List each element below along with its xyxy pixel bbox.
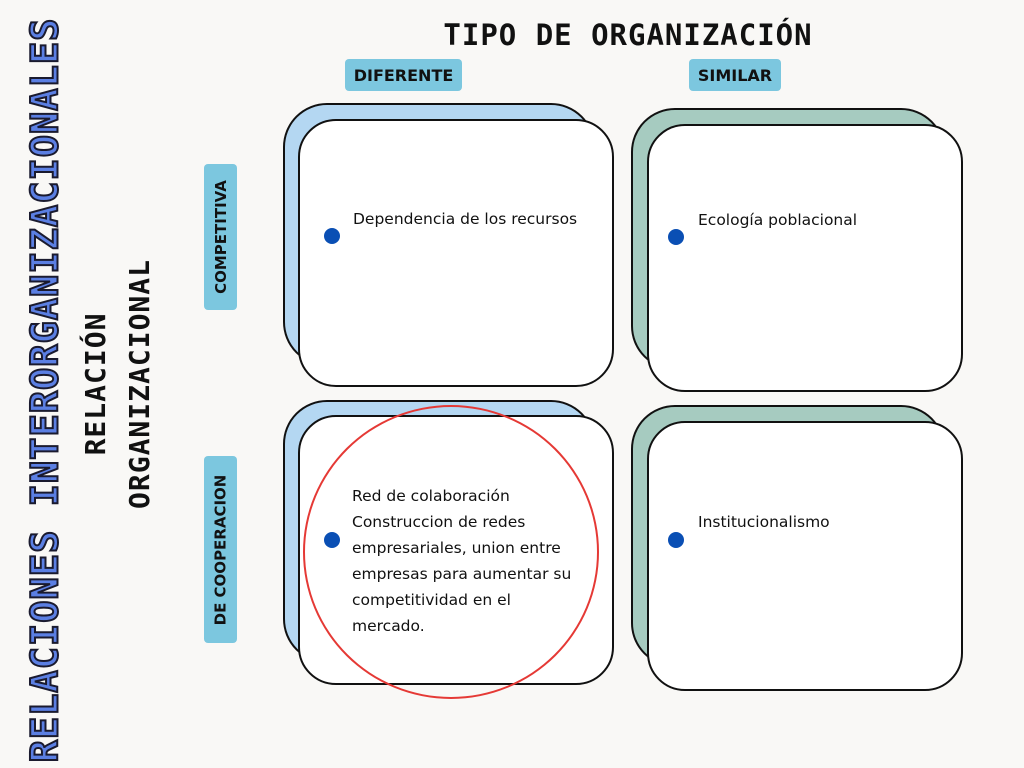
bullet-dot-icon [668,532,684,548]
column-header-different: DIFERENTE [345,59,462,91]
bullet-dot-icon [668,229,684,245]
cell-text-competitive-different: Dependencia de los recursos [353,210,578,228]
row-header-competitive: COMPETITIVA [204,164,237,310]
relation-axis-title-line1: RELACIÓN [79,312,112,456]
card-competitive-similar [647,124,963,392]
column-header-similar: SIMILAR [689,59,781,91]
row-header-competitive-label: COMPETITIVA [211,180,230,294]
highlight-circle [303,405,599,699]
row-header-cooperation-label: DE COOPERACION [211,474,230,625]
cell-text-cooperation-similar: Institucionalismo [698,513,830,531]
cell-text-competitive-similar: Ecología poblacional [698,211,858,229]
card-cooperation-similar [647,421,963,691]
main-vertical-title: RELACIONES INTERORGANIZACIONALES [23,17,68,764]
relation-axis-title: RELACIÓN ORGANIZACIONAL [74,259,162,509]
card-competitive-different [298,119,614,387]
organization-type-title: TIPO DE ORGANIZACIÓN [443,18,813,52]
row-header-cooperation: DE COOPERACION [204,456,237,643]
relation-axis-title-line2: ORGANIZACIONAL [123,258,156,510]
bullet-dot-icon [324,228,340,244]
